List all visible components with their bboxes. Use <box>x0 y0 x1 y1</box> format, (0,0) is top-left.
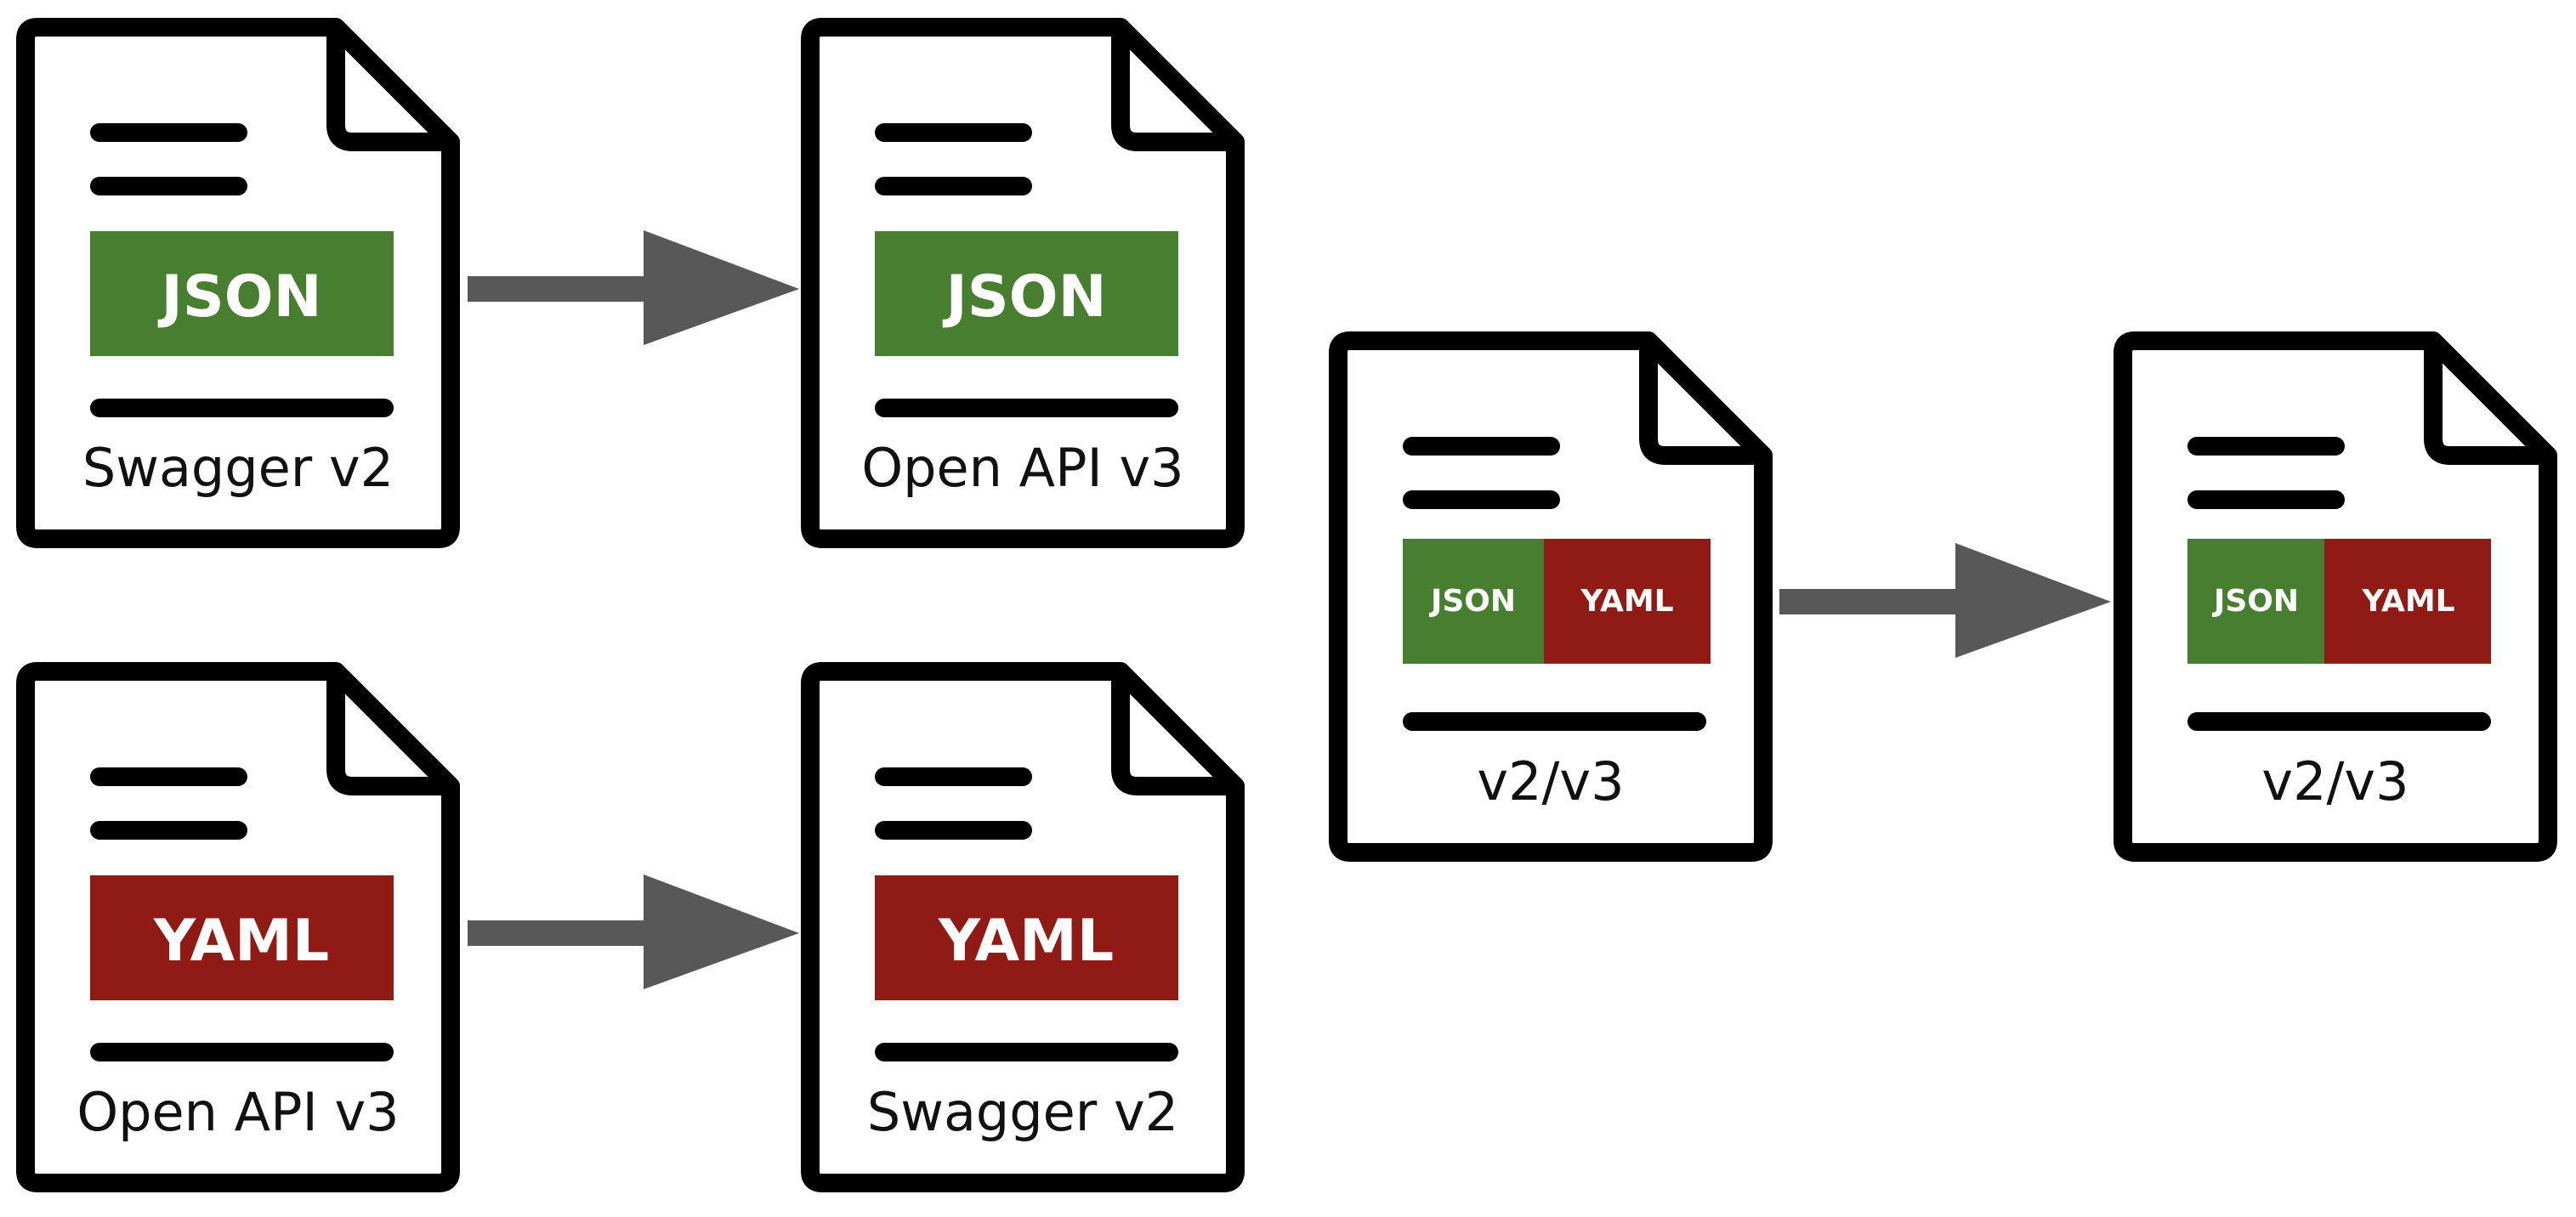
yaml-badge-label: YAML <box>153 908 329 975</box>
document-openapi-v3-json: JSON Open API v3 <box>801 18 1245 548</box>
arrow-swagger-json-to-openapi-json <box>468 230 799 345</box>
arrow-head <box>644 875 799 989</box>
arrow-head <box>644 230 799 345</box>
document-caption: v2/v3 <box>2261 750 2409 812</box>
document-v2-v3-mixed-output: JSON YAML v2/v3 <box>2114 331 2557 862</box>
yaml-badge-label: YAML <box>938 908 1114 975</box>
yaml-badge <box>1544 539 1711 664</box>
document-corner-fold <box>2424 341 2548 465</box>
document-corner-fold <box>326 671 451 795</box>
document-caption: Swagger v2 <box>867 1081 1178 1143</box>
json-badge <box>2187 539 2324 664</box>
arrow-openapi-yaml-to-swagger-yaml <box>468 875 799 989</box>
document-swagger-v2-json: JSON Swagger v2 <box>16 18 460 548</box>
arrow-mixed-to-mixed <box>1779 543 2111 658</box>
json-badge <box>1403 539 1544 664</box>
json-badge-label: JSON <box>943 263 1107 331</box>
document-caption: Swagger v2 <box>82 437 394 499</box>
document-caption: Open API v3 <box>861 437 1183 499</box>
document-corner-fold <box>1111 671 1235 795</box>
json-badge <box>875 231 1178 356</box>
json-badge <box>90 231 394 356</box>
document-swagger-v2-yaml: YAML Swagger v2 <box>801 662 1245 1192</box>
yaml-badge <box>875 875 1178 1000</box>
arrow-shaft <box>468 276 648 302</box>
document-caption: Open API v3 <box>77 1081 399 1143</box>
document-corner-fold <box>1639 341 1763 465</box>
arrow-head <box>1955 543 2111 658</box>
json-badge-label: JSON <box>1428 584 1516 619</box>
document-corner-fold <box>1111 27 1235 151</box>
document-caption: v2/v3 <box>1477 750 1624 812</box>
json-badge-label: JSON <box>158 263 322 331</box>
json-badge-label: JSON <box>2211 584 2299 619</box>
document-v2-v3-mixed: JSON YAML v2/v3 <box>1329 331 1773 862</box>
yaml-badge-label: YAML <box>1580 584 1673 619</box>
document-openapi-v3-yaml: YAML Open API v3 <box>16 662 460 1192</box>
yaml-badge-label: YAML <box>2361 584 2454 619</box>
yaml-badge <box>90 875 394 1000</box>
yaml-badge <box>2324 539 2491 664</box>
document-corner-fold <box>326 27 451 151</box>
arrow-shaft <box>1779 589 1960 614</box>
arrow-shaft <box>468 920 648 946</box>
